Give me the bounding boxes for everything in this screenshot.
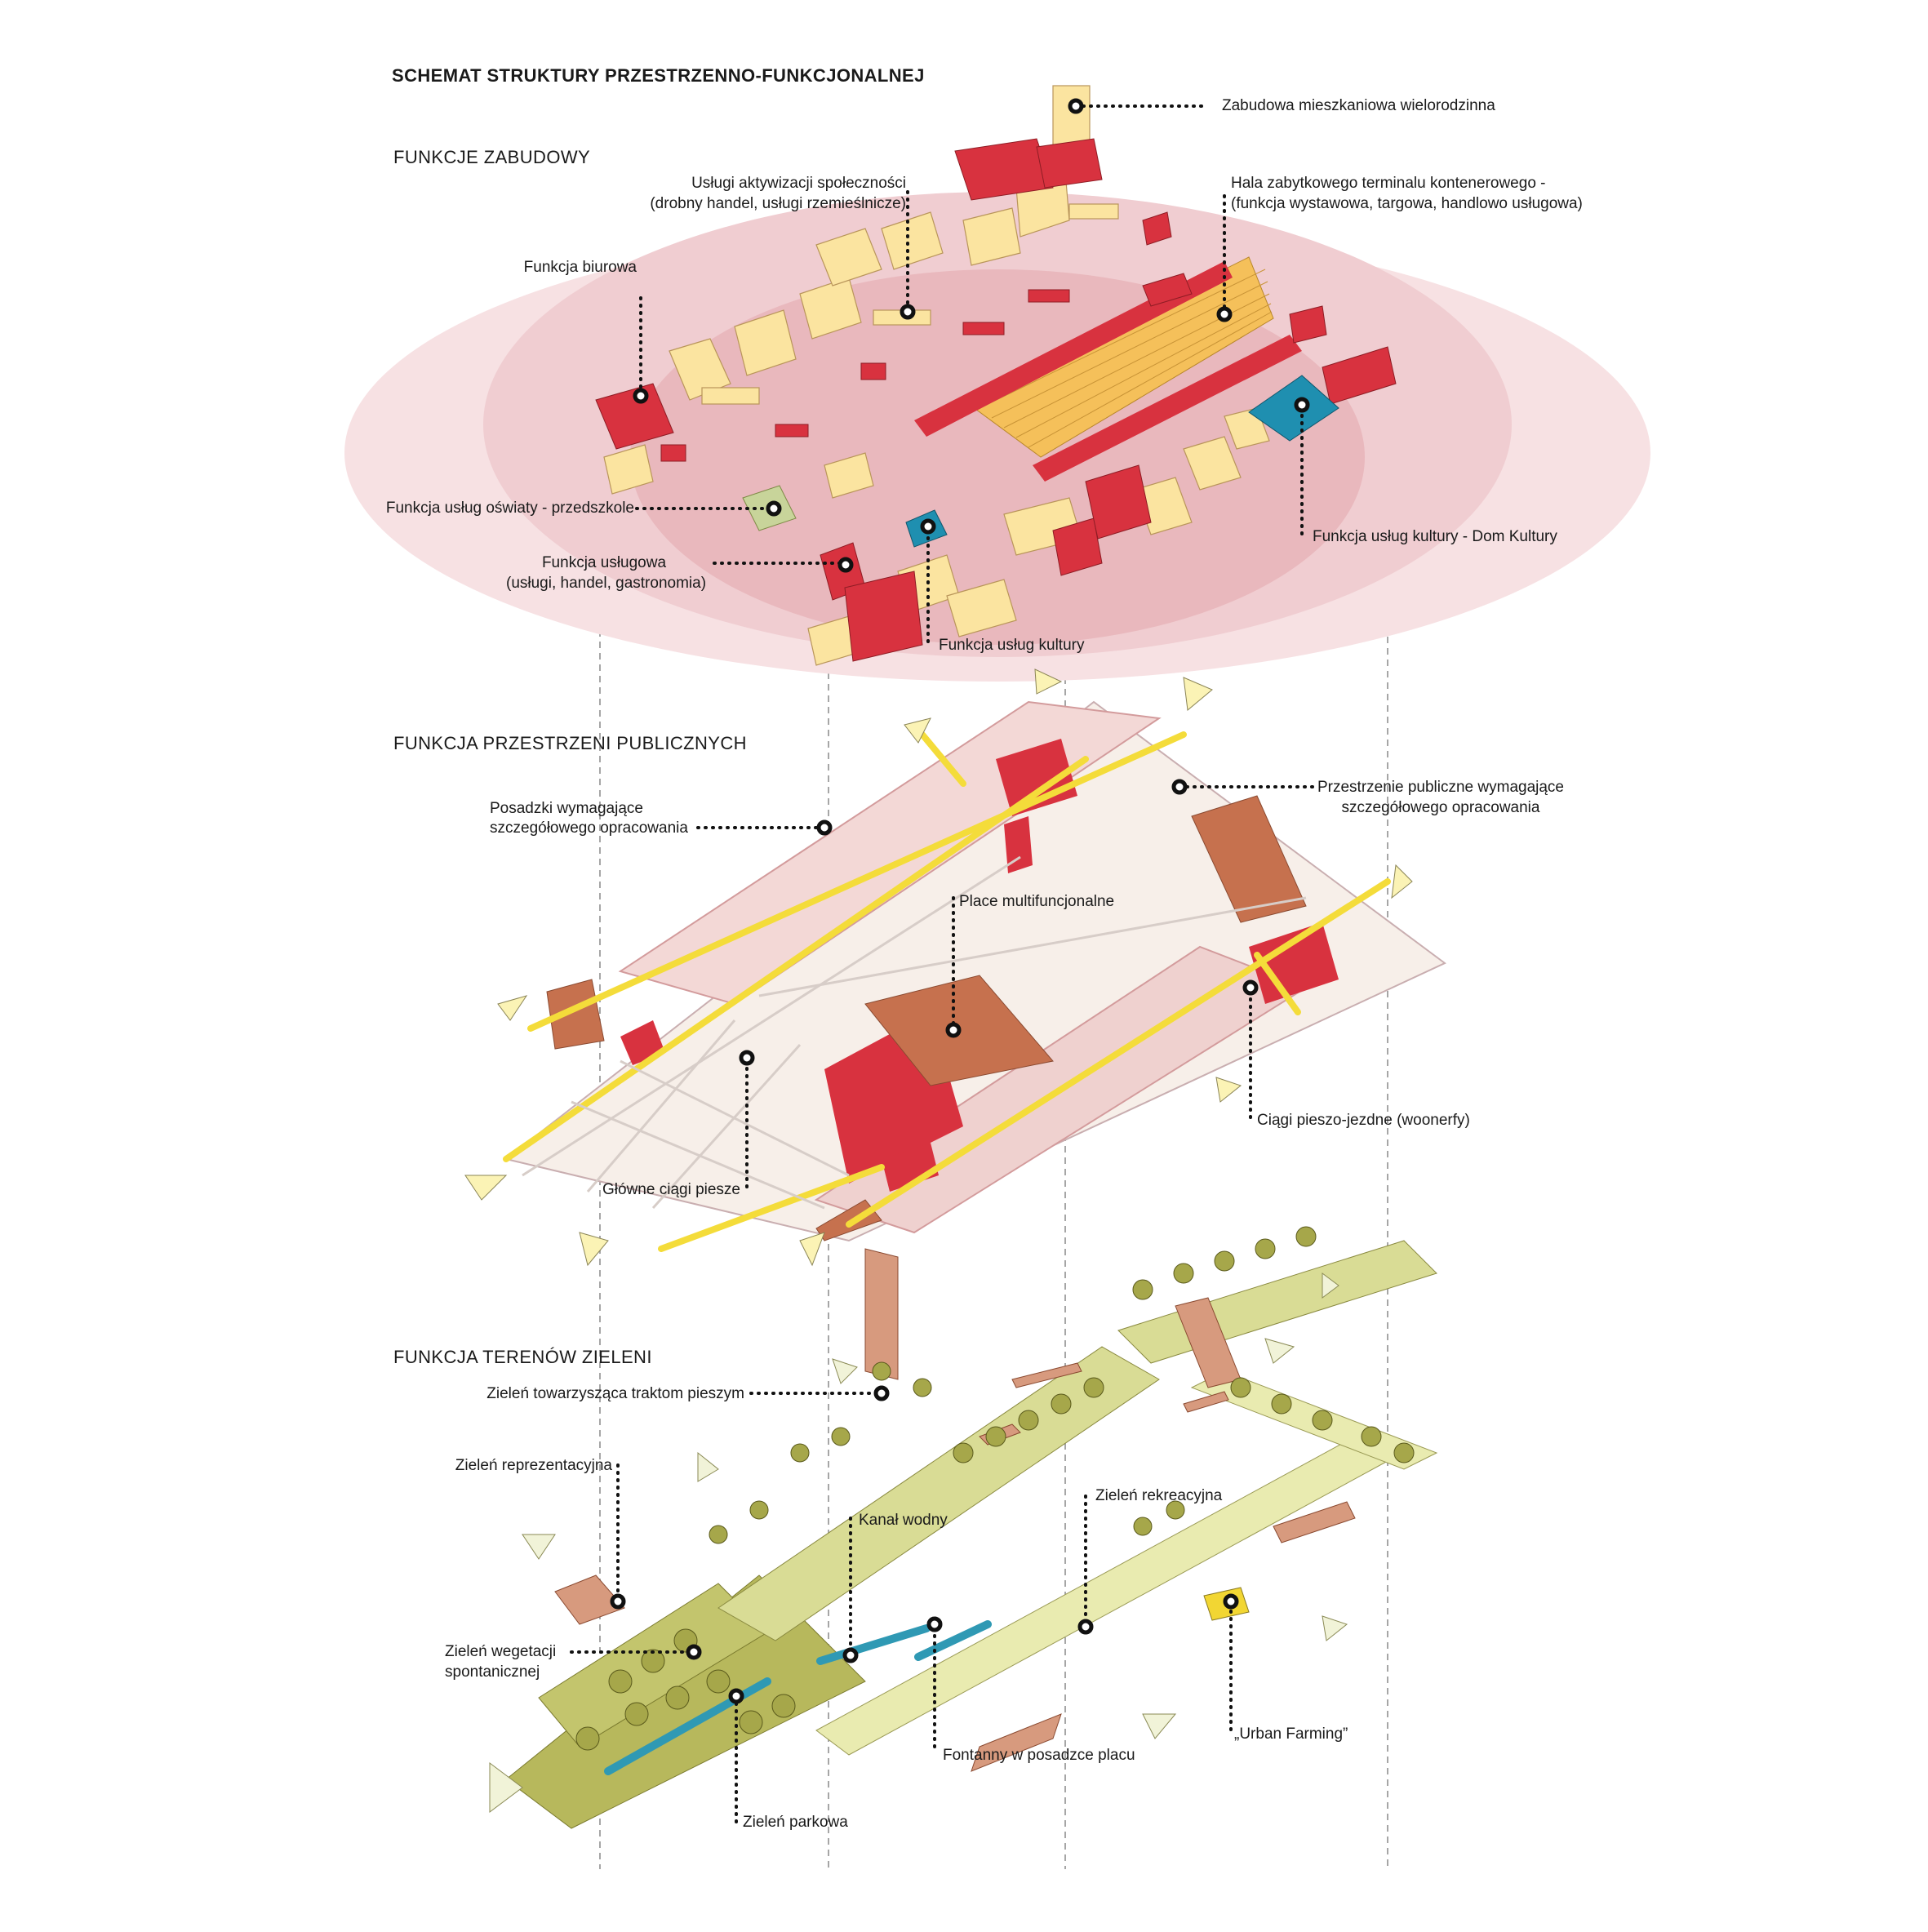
label-terminal-line2: (funkcja wystawowa, targowa, handlowo us… [1231,195,1583,212]
label-floors-line1: Posadzki wymagające [490,800,643,817]
leaders-layer1 [635,104,1308,646]
label-green-spont-line2: spontanicznej [445,1663,540,1681]
label-multifamily: Zabudowa mieszkaniowa wielorodzinna [1222,97,1495,114]
label-office: Funkcja biurowa [523,259,637,276]
label-culture: Funkcja usług kultury [939,637,1085,654]
label-community-line1: Usługi aktywizacji społeczności [691,175,906,192]
direction-triangles-3 [489,1272,1348,1813]
layer-greenery [489,1226,1438,1829]
heading-greenery: FUNKCJA TERENÓW ZIELENI [393,1347,652,1367]
markers-layer1 [633,98,1310,573]
heading-buildings: FUNKCJE ZABUDOWY [393,147,591,167]
label-canal: Kanał wodny [859,1512,948,1529]
markers-layer2 [739,779,1259,1066]
green-upper-strip [717,1346,1160,1641]
label-service-line2: (usługi, handel, gastronomia) [506,575,707,592]
terminal-service-band-south [1033,335,1302,482]
label-education: Funkcja usług oświaty - przedszkole [385,500,634,517]
label-green-park: Zieleń parkowa [743,1814,848,1831]
label-floors-line2: szczegółowego opracowania [490,819,688,837]
leaders-layer2 [696,785,1316,1189]
label-community-line2: (drobny handel, usługi rzemieślnicze) [650,195,906,212]
label-woonerf: Ciągi pieszo-jezdne (woonerfy) [1257,1112,1470,1129]
markers-layer3 [610,1385,1239,1704]
label-service-line1: Funkcja usługowa [541,554,667,571]
label-paths: Główne ciągi piesze [602,1181,740,1198]
service-blocks [595,138,1397,662]
layer-public-spaces [464,668,1446,1267]
label-public-line2: szczegółowego opracowania [1341,799,1540,816]
label-green-repr: Zieleń reprezentacyjna [455,1457,612,1474]
label-green-rec: Zieleń rekreacyjna [1095,1487,1223,1504]
label-farming: „Urban Farming” [1234,1725,1348,1743]
label-green-spont-line1: Zieleń wegetacji [445,1643,557,1660]
label-culture-house: Funkcja usług kultury - Dom Kultury [1313,528,1557,545]
label-fountains: Fontanny w posadzce placu [943,1747,1135,1764]
representational-square [554,1574,625,1625]
label-public-line1: Przestrzenie publiczne wymagające [1317,779,1565,796]
woonerf-lines [503,731,1391,1252]
brick-squares [864,1248,1356,1772]
tree-canopy [575,1226,1415,1751]
diagram-title: SCHEMAT STRUKTURY PRZESTRZENNO-FUNKCJONA… [392,65,925,86]
label-green-paths: Zieleń towarzysząca traktom pieszym [486,1385,744,1402]
direction-triangles [464,668,1413,1267]
label-plazas: Place multifuncjonalne [959,893,1115,910]
heading-public-spaces: FUNKCJA PRZESTRZENI PUBLICZNYCH [393,733,747,753]
leaders-layer3 [570,1392,1233,1823]
path-network [522,855,1307,1210]
layer-buildings [344,85,1650,682]
label-terminal-line1: Hala zabytkowego terminalu kontenerowego… [1231,175,1546,192]
